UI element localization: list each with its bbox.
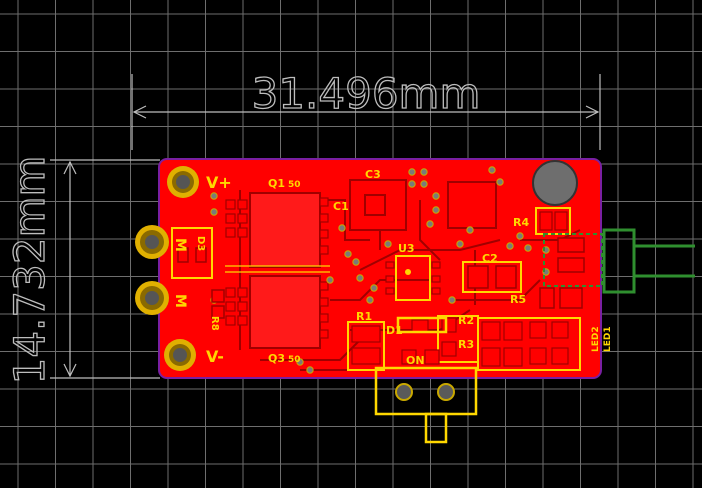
- label-r3: R3: [458, 338, 474, 351]
- terminal-m-top: [135, 225, 169, 259]
- via: [326, 276, 334, 284]
- right-pad-column: [539, 237, 585, 309]
- ic-u3: [395, 255, 431, 301]
- diode-d1: [401, 319, 440, 365]
- label-u3: U3: [398, 242, 415, 255]
- diode-d3: [171, 227, 213, 279]
- via: [356, 274, 364, 282]
- via: [352, 258, 360, 266]
- via: [466, 226, 474, 234]
- mounting-hole: [532, 160, 578, 206]
- via: [420, 180, 428, 188]
- capacitor-c1-pad: [447, 181, 497, 229]
- via: [488, 166, 496, 174]
- via: [516, 232, 524, 240]
- label-c3: C3: [365, 168, 381, 181]
- via: [338, 224, 346, 232]
- label-v-minus: V-: [206, 347, 224, 366]
- via: [296, 358, 304, 366]
- terminal-m-bottom: [135, 281, 169, 315]
- width-dimension: [131, 74, 601, 150]
- via: [432, 206, 440, 214]
- resistor-r8-pads: [211, 289, 225, 319]
- via: [506, 242, 514, 250]
- via: [420, 168, 428, 176]
- vias: [210, 166, 550, 374]
- label-r4: R4: [513, 216, 529, 229]
- ic-u3-pin1: [405, 269, 411, 275]
- label-d1: D1: [386, 324, 403, 337]
- via: [524, 244, 532, 252]
- label-d3: D3: [195, 236, 206, 251]
- via: [408, 180, 416, 188]
- mosfet-side-pads: [225, 199, 248, 326]
- power-switch: [374, 316, 478, 444]
- via: [496, 178, 504, 186]
- via: [456, 240, 464, 248]
- label-r8: R8: [209, 316, 220, 331]
- via: [408, 168, 416, 176]
- label-r2: R2: [458, 314, 474, 327]
- width-dimension-label: 31.496mm: [252, 69, 481, 118]
- label-r1: R1: [356, 310, 372, 323]
- ic-u3-pads: [385, 261, 441, 295]
- via: [432, 192, 440, 200]
- via: [448, 296, 456, 304]
- led-array: [477, 317, 581, 371]
- height-dimension-label: 14.732mm: [5, 156, 54, 385]
- label-q1-small: 50: [288, 180, 301, 190]
- label-c2: C2: [482, 252, 498, 265]
- via: [366, 296, 374, 304]
- mosfet-q3: [249, 275, 329, 349]
- gate-traces: [225, 265, 330, 273]
- via: [344, 250, 352, 258]
- label-on: ON: [406, 354, 425, 367]
- label-m-top: M: [172, 238, 188, 252]
- resistor-r1: [347, 321, 385, 371]
- capacitor-c2: [462, 261, 522, 293]
- via: [384, 240, 392, 248]
- via: [210, 208, 218, 216]
- header-connector: [543, 228, 695, 294]
- via: [306, 366, 314, 374]
- label-q1: Q1: [268, 177, 285, 190]
- label-r5: R5: [510, 293, 526, 306]
- switch-holes: [395, 383, 455, 401]
- via: [426, 220, 434, 228]
- terminal-v-plus: [167, 166, 199, 198]
- label-led1: LED1: [603, 326, 613, 352]
- height-dimension: [50, 159, 160, 379]
- label-q3: Q3: [268, 352, 285, 365]
- label-c1: C1: [333, 200, 349, 213]
- label-m-bottom: M: [172, 294, 188, 308]
- label-v-plus: V+: [206, 173, 232, 192]
- via: [210, 192, 218, 200]
- capacitor-c3: [349, 179, 407, 231]
- label-led2: LED2: [591, 326, 601, 352]
- label-q3-small: 50: [288, 355, 301, 365]
- via: [370, 284, 378, 292]
- diode-d3-pads: [177, 247, 207, 263]
- terminal-v-minus: [164, 339, 196, 371]
- mosfet-q1: [249, 192, 329, 268]
